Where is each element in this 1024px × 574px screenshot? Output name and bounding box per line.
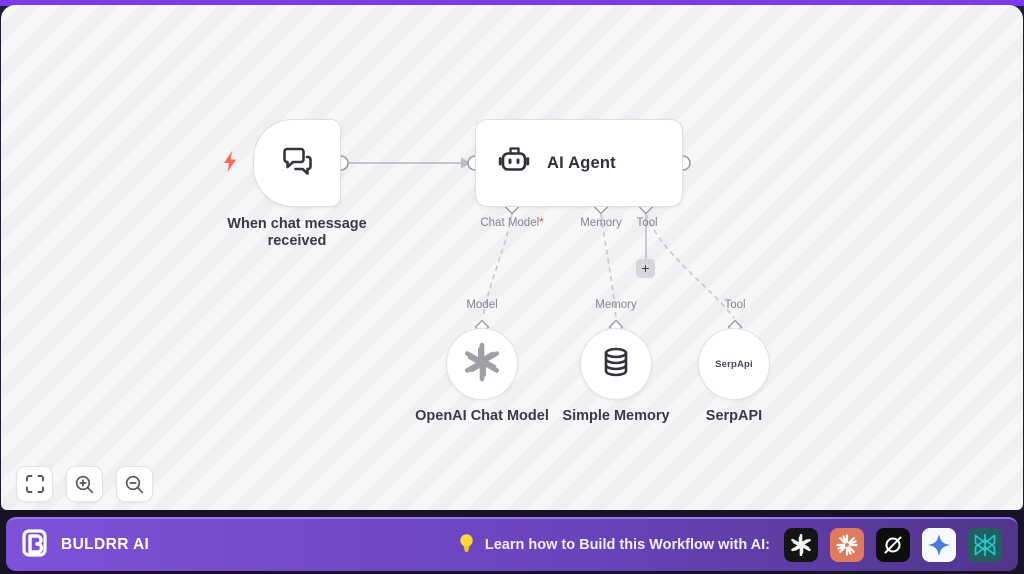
grok-tile[interactable]	[876, 528, 910, 562]
fit-view-button[interactable]	[16, 466, 53, 502]
simplememory-node-caption: Simple Memory	[562, 408, 670, 424]
serpapi-node-caption: SerpAPI	[705, 408, 763, 424]
buldrr-logo-icon	[22, 528, 52, 563]
openai-node-caption: OpenAI Chat Model	[415, 408, 549, 424]
claude-tile[interactable]	[830, 528, 864, 562]
footer: BULDRR AI Learn how to Build this Workfl…	[0, 510, 1024, 574]
simple-memory-node[interactable]	[580, 328, 652, 400]
trigger-bolt-icon	[221, 150, 239, 178]
database-icon	[598, 344, 634, 385]
openai-port-label: Model	[466, 299, 498, 311]
footer-bar: BULDRR AI Learn how to Build this Workfl…	[6, 517, 1018, 571]
openai-tile[interactable]	[784, 528, 818, 562]
promo: Learn how to Build this Workflow with AI…	[458, 528, 1002, 562]
zoom-out-button[interactable]	[116, 466, 153, 502]
openai-logo-icon	[461, 341, 503, 388]
gemini-tile[interactable]	[922, 528, 956, 562]
simplememory-port-label: Memory	[595, 299, 637, 311]
serpapi-logo: SerpApi	[715, 358, 753, 370]
agent-port-label-tool: Tool	[636, 217, 658, 229]
workflow-canvas[interactable]	[1, 5, 1023, 510]
trigger-node-when-chat-message-received[interactable]	[253, 119, 341, 207]
agent-port-label-chat-model: Chat Model*	[480, 217, 544, 229]
ai-agent-node[interactable]: AI Agent	[475, 119, 683, 207]
brand: BULDRR AI	[22, 528, 149, 563]
promo-text: Learn how to Build this Workflow with AI…	[484, 537, 770, 553]
agent-port-label-memory: Memory	[580, 217, 622, 229]
ai-agent-title: AI Agent	[547, 153, 616, 172]
serpapi-port-label: Tool	[724, 299, 746, 311]
brand-name: BULDRR AI	[61, 536, 150, 553]
add-tool-button[interactable]: +	[636, 259, 655, 278]
chat-bubbles-icon	[276, 140, 318, 187]
ai-tool-tiles	[784, 528, 1002, 562]
lightbulb-icon	[458, 533, 475, 558]
serpapi-node[interactable]: SerpApi	[698, 328, 770, 400]
openai-chat-model-node[interactable]	[446, 328, 518, 400]
zoom-in-button[interactable]	[66, 466, 103, 502]
perplexity-tile[interactable]	[968, 528, 1002, 562]
top-accent-bar	[0, 0, 1024, 6]
trigger-node-caption: When chat message received	[227, 216, 367, 249]
required-marker: *	[539, 217, 544, 229]
robot-icon	[497, 144, 531, 183]
